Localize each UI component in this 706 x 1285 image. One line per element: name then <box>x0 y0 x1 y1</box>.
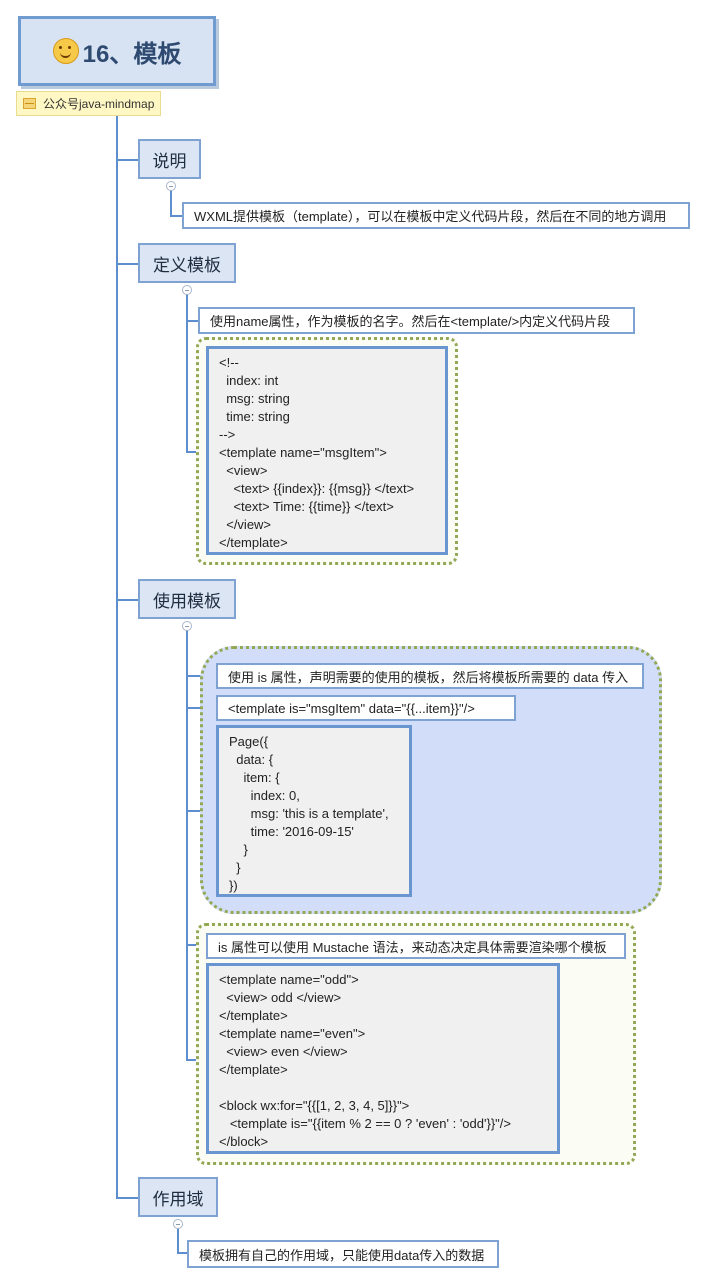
note-text: WXML提供模板（template），可以在模板中定义代码片段，然后在不同的地方… <box>194 209 667 224</box>
note-mustache-syntax: is 属性可以使用 Mustache 语法，来动态决定具体需要渲染哪个模板 <box>206 933 626 959</box>
topic-label: 作用域 <box>152 1189 204 1209</box>
note-text: is 属性可以使用 Mustache 语法，来动态决定具体需要渲染哪个模板 <box>218 939 607 955</box>
note-text: 模板拥有自己的作用域，只能使用data传入的数据 <box>199 1247 485 1263</box>
code-dynamic-template: <template name="odd"> <view> odd </view>… <box>206 963 560 1154</box>
source-tag: 公众号java-mindmap <box>16 91 161 116</box>
note-define-name: 使用name属性，作为模板的名字。然后在<template/>内定义代码片段 <box>198 307 635 334</box>
branch-line <box>116 263 138 265</box>
source-tag-text: 公众号java-mindmap <box>43 97 155 111</box>
collapse-toggle-icon[interactable] <box>173 1219 183 1229</box>
sub-trunk <box>177 1224 179 1254</box>
sub-branch <box>170 215 182 217</box>
sub-trunk <box>186 290 188 453</box>
branch-line <box>116 599 138 601</box>
smile-emoji-icon <box>52 38 79 64</box>
topic-description[interactable]: 说明 <box>138 139 201 179</box>
topic-label: 说明 <box>152 151 187 171</box>
note-scope: 模板拥有自己的作用域，只能使用data传入的数据 <box>187 1240 499 1268</box>
sub-branch <box>186 675 208 677</box>
sub-branch <box>186 320 198 322</box>
sub-trunk <box>170 185 172 217</box>
note-icon <box>23 98 36 109</box>
sub-trunk <box>186 626 188 1061</box>
note-description: WXML提供模板（template），可以在模板中定义代码片段，然后在不同的地方… <box>182 202 690 229</box>
note-text: <template is="msgItem" data="{{...item}}… <box>228 700 475 716</box>
topic-scope[interactable]: 作用域 <box>138 1177 218 1217</box>
topic-label: 使用模板 <box>153 591 221 611</box>
collapse-toggle-icon[interactable] <box>166 181 176 191</box>
topic-label: 定义模板 <box>153 255 221 275</box>
note-text: 使用 is 属性，声明需要的使用的模板，然后将模板所需要的 data 传入 <box>228 669 629 685</box>
root-title: 16、模板 <box>82 40 182 68</box>
main-trunk <box>116 116 118 1198</box>
note-use-is-attribute: 使用 is 属性，声明需要的使用的模板，然后将模板所需要的 data 传入 <box>216 663 644 689</box>
code-page-data: Page({ data: { item: { index: 0, msg: 't… <box>216 725 412 897</box>
sub-branch <box>177 1252 187 1254</box>
note-template-is-example: <template is="msgItem" data="{{...item}}… <box>216 695 516 721</box>
branch-line <box>116 159 138 161</box>
topic-use-template[interactable]: 使用模板 <box>138 579 236 619</box>
note-text: 使用name属性，作为模板的名字。然后在<template/>内定义代码片段 <box>210 314 611 329</box>
root-topic[interactable]: 16、模板 <box>18 16 216 86</box>
collapse-toggle-icon[interactable] <box>182 285 192 295</box>
sub-branch <box>186 707 208 709</box>
topic-define-template[interactable]: 定义模板 <box>138 243 236 283</box>
branch-line <box>116 1197 138 1199</box>
code-define-template: <!-- index: int msg: string time: string… <box>206 346 448 555</box>
collapse-toggle-icon[interactable] <box>182 621 192 631</box>
